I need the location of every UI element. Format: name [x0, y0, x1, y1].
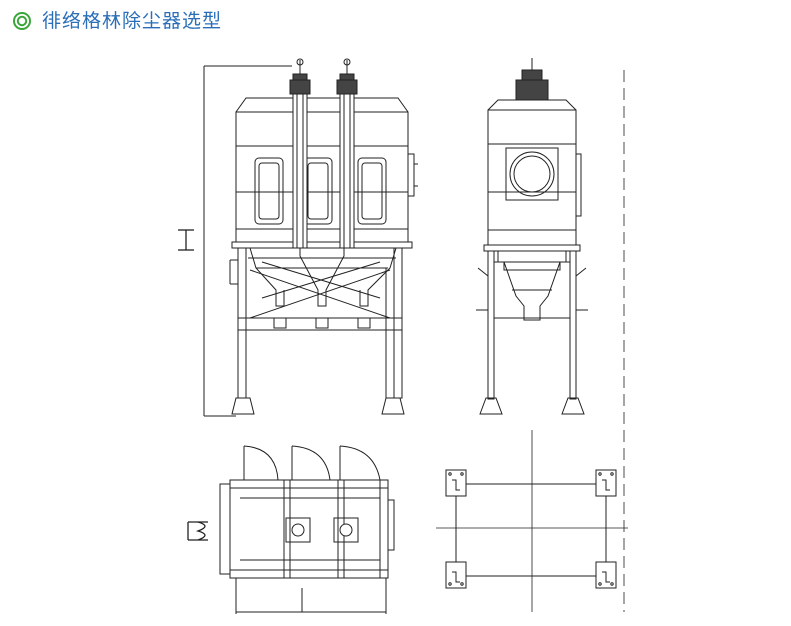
support-legs [229, 247, 405, 415]
page-header: 徘络格林除尘器选型 [12, 8, 222, 34]
side-elevation-view [476, 58, 588, 415]
access-door-arcs [243, 445, 381, 481]
top-flanges [285, 517, 359, 543]
top-plan-view [187, 445, 395, 614]
top-motors [289, 73, 358, 95]
foundation-plan-view [436, 469, 628, 589]
width-dimension-marker [187, 521, 208, 541]
front-elevation-view [178, 58, 418, 417]
inspection-windows [254, 157, 387, 225]
page-title: 徘络格林除尘器选型 [42, 9, 223, 32]
height-dimension-marker [178, 229, 194, 251]
double-ring-icon [13, 12, 31, 30]
filter-columns [292, 89, 355, 249]
